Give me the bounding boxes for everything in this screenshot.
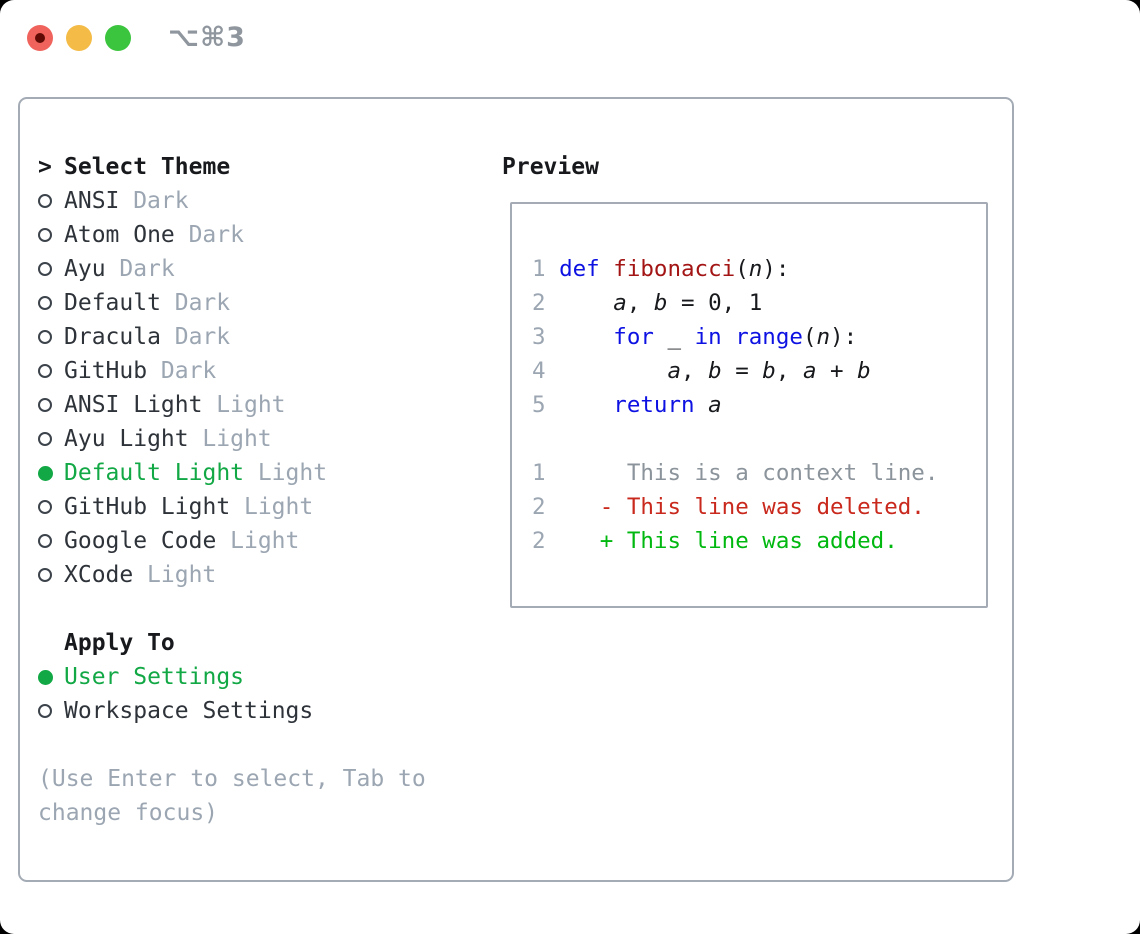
theme-item[interactable]: Default Light Light [38, 456, 488, 490]
theme-item[interactable]: Ayu Dark [38, 252, 488, 286]
code-line: 2 + This line was added. [532, 528, 898, 554]
code-line: 1 def fibonacci(n): [532, 256, 790, 282]
theme-item[interactable]: ANSI Dark [38, 184, 488, 218]
radio-unselected-icon [38, 262, 52, 276]
close-button[interactable] [27, 25, 53, 51]
radio-unselected-icon [38, 432, 52, 446]
item-label: GitHub [64, 358, 148, 384]
item-label: ANSI [64, 188, 120, 214]
code-preview: 1 def fibonacci(n): 2 a, b = 0, 1 3 for _ … [512, 204, 986, 558]
item-label: Ayu [64, 256, 106, 282]
code-line: 2 a, b = 0, 1 [532, 290, 763, 316]
unsaved-indicator-dot [35, 33, 45, 43]
radio-selected-icon [38, 669, 53, 685]
item-variant-label: Dark [188, 222, 244, 248]
theme-item[interactable]: Dracula Dark [38, 320, 488, 354]
item-variant-label: Light [216, 392, 286, 418]
select-theme-header: > Select Theme [38, 150, 488, 184]
item-variant-label: Light [230, 528, 300, 554]
select-theme-title: Select Theme [64, 154, 231, 180]
code-line: 4 a, b = b, a + b [532, 358, 871, 384]
focus-caret-icon: > [38, 154, 52, 180]
item-label: Default Light [64, 460, 245, 486]
radio-unselected-icon [38, 398, 52, 412]
radio-unselected-icon [38, 704, 52, 718]
item-label: Google Code [64, 528, 217, 554]
item-variant-label: Dark [133, 188, 189, 214]
item-variant-label: Light [243, 494, 314, 520]
radio-unselected-icon [38, 296, 52, 310]
item-label: ANSI Light [64, 392, 203, 418]
minimize-button[interactable] [66, 25, 92, 51]
item-label: GitHub Light [64, 494, 231, 520]
theme-item[interactable]: GitHub Light Light [38, 490, 488, 524]
radio-unselected-icon [38, 194, 52, 208]
item-variant-label: Dark [160, 358, 217, 384]
radio-unselected-icon [38, 364, 52, 378]
item-variant-label: Light [257, 460, 328, 486]
keyboard-hint: (Use Enter to select, Tab to change focu… [38, 766, 426, 826]
theme-item[interactable]: Default Dark [38, 286, 488, 320]
code-line: 1 This is a context line. [532, 460, 939, 486]
item-label: Ayu Light [64, 426, 189, 452]
theme-item[interactable]: XCode Light [38, 558, 488, 592]
item-label: XCode [64, 562, 134, 588]
item-variant-label: Light [202, 426, 272, 452]
theme-item[interactable]: GitHub Dark [38, 354, 488, 388]
preview-title: Preview [502, 154, 599, 180]
item-variant-label: Dark [174, 290, 231, 316]
radio-unselected-icon [38, 534, 52, 548]
zoom-button[interactable] [105, 25, 131, 51]
window-title-shortcut: ⌥⌘3 [168, 22, 246, 53]
apply-to-option[interactable]: Workspace Settings [38, 694, 488, 728]
theme-item[interactable]: Ayu Light Light [38, 422, 488, 456]
item-label: Dracula [64, 324, 161, 350]
titlebar: ⌥⌘3 [0, 0, 1140, 76]
item-label: Default [64, 290, 161, 316]
apply-to-option[interactable]: User Settings [38, 660, 488, 694]
apply-to-header: Apply To [38, 626, 488, 660]
item-variant-label: Light [147, 562, 217, 588]
item-label: Workspace Settings [64, 698, 314, 724]
radio-selected-icon [38, 465, 53, 481]
code-line [532, 422, 986, 456]
code-line: 2 - This line was deleted. [532, 494, 925, 520]
radio-unselected-icon [38, 500, 52, 514]
item-variant-label: Dark [119, 256, 175, 282]
code-line: 3 for _ in range(n): [532, 324, 858, 350]
item-label: Atom One [64, 222, 175, 248]
item-label: User Settings [64, 664, 245, 690]
theme-item[interactable]: ANSI Light Light [38, 388, 488, 422]
code-line: 5 return a [532, 392, 722, 418]
preview-box: 1 def fibonacci(n): 2 a, b = 0, 1 3 for _ … [510, 202, 988, 608]
radio-unselected-icon [38, 228, 52, 242]
radio-unselected-icon [38, 568, 52, 582]
radio-unselected-icon [38, 330, 52, 344]
theme-item[interactable]: Atom One Dark [38, 218, 488, 252]
apply-to-title: Apply To [64, 630, 175, 656]
item-variant-label: Dark [174, 324, 231, 350]
theme-item[interactable]: Google Code Light [38, 524, 488, 558]
